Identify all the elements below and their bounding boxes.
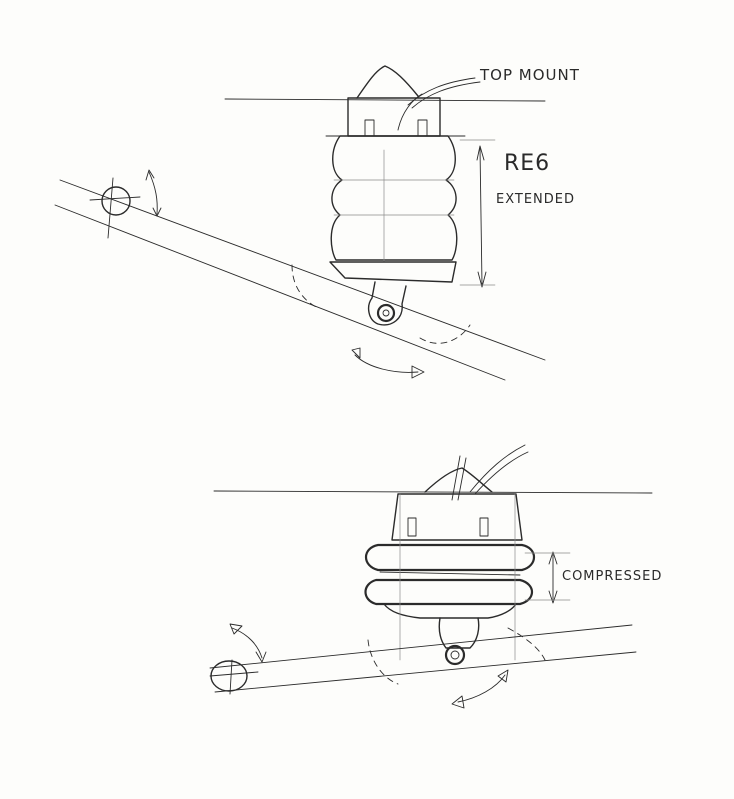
bellows-ring-lower [364, 578, 534, 606]
bellows-ring-upper [364, 543, 536, 572]
swing-arrow-compressed [457, 674, 506, 703]
trailing-arm-upper-edge [59, 179, 546, 361]
extended-assembly [54, 65, 546, 381]
trailing-arm-compressed-lower [214, 651, 637, 693]
mount-cone [356, 65, 419, 99]
top-mount-leader [407, 77, 476, 106]
arm-pivot-extended [101, 186, 131, 216]
model-label: RE6 [504, 151, 550, 176]
travel-arrow-extended [479, 147, 483, 286]
arm-pivot-compressed [210, 660, 248, 692]
top-mount-line [224, 98, 546, 102]
trailing-arm-lower-edge [54, 204, 506, 381]
extended-label: EXTENDED [496, 192, 575, 207]
pivot-rotation-arrow-compressed [231, 627, 263, 659]
lower-eye [367, 281, 407, 326]
compressed-assembly [209, 444, 653, 709]
compressed-label: COMPRESSED [562, 569, 662, 584]
air-spring-bellows-extended [330, 135, 458, 261]
mount-housing-compressed [391, 493, 523, 541]
lower-bushing [376, 303, 396, 323]
lower-eye-compressed [438, 617, 480, 649]
trailing-arm-compressed-upper [209, 624, 633, 669]
top-mount-line-compressed [213, 490, 653, 494]
pivot-rotation-arrow-extended [148, 171, 158, 215]
lower-bushing-compressed [444, 644, 466, 666]
piston-base [329, 261, 457, 283]
mount-plate [347, 97, 441, 137]
swing-arrow-extended [354, 354, 419, 373]
top-mount-label: TOP MOUNT [479, 66, 580, 84]
